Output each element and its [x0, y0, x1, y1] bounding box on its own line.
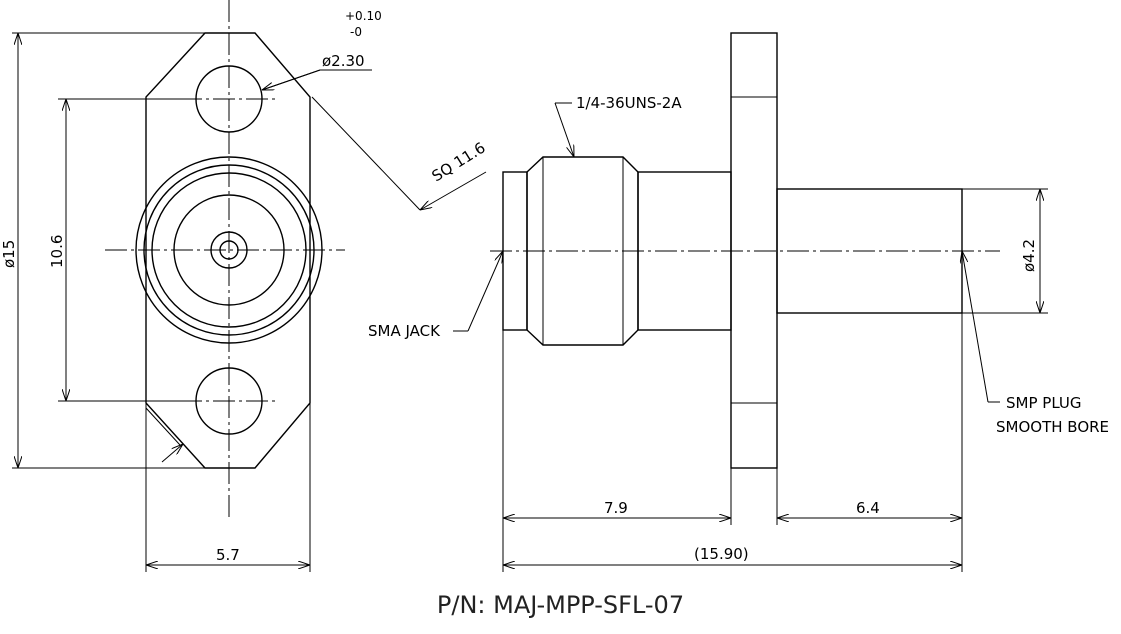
left-length-label: 7.9: [604, 499, 628, 517]
part-number: P/N: MAJ-MPP-SFL-07: [436, 591, 685, 619]
smooth-bore-label: SMOOTH BORE: [996, 418, 1109, 436]
tolerance-minus: -0: [350, 25, 362, 39]
width-label: 5.7: [216, 546, 240, 564]
hole-spacing-label: 10.6: [48, 235, 66, 268]
smp-plug-label: SMP PLUG: [1006, 394, 1082, 412]
total-length-label: (15.90): [694, 545, 749, 563]
bore-diameter-label: ø4.2: [1020, 239, 1038, 272]
sma-jack-label: SMA JACK: [368, 322, 441, 340]
hole-diameter-label: ø2.30: [322, 52, 365, 70]
thread-label: 1/4-36UNS-2A: [576, 94, 682, 112]
neck: [637, 171, 732, 331]
flange-outline: [145, 32, 311, 469]
tolerance-plus: +0.10: [345, 9, 382, 23]
outer-diameter-label: ø15: [0, 240, 18, 268]
right-length-label: 6.4: [856, 499, 880, 517]
side-view: [453, 32, 1048, 572]
square-size-label: SQ 11.6: [429, 139, 489, 186]
front-view: [12, 0, 487, 572]
